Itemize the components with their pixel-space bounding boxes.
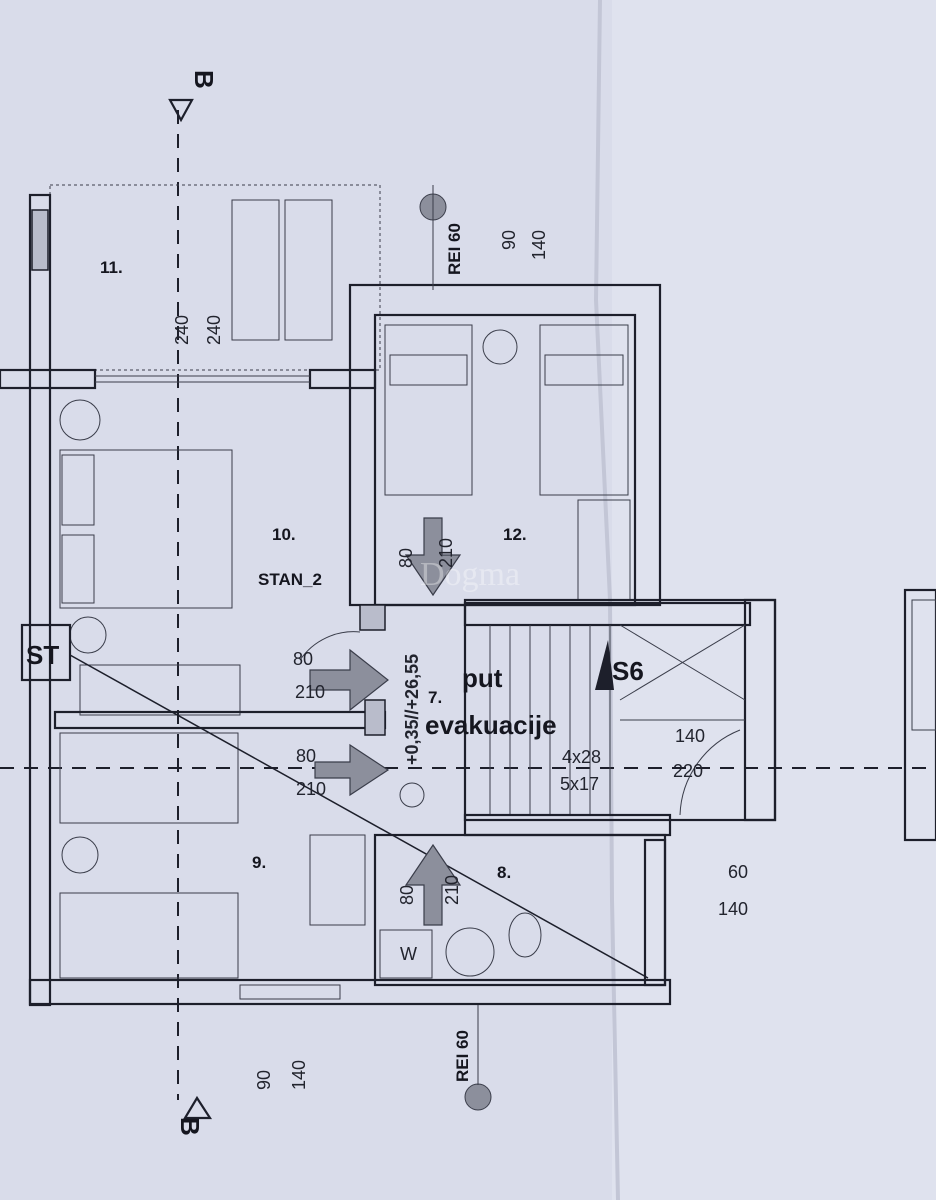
stair-steps-2: 5x17: [560, 774, 599, 794]
door-dim-width: 80: [296, 746, 316, 766]
evacuation-label-1: put: [462, 663, 503, 693]
elevation-label: +0,35//+26,55: [402, 654, 422, 765]
section-marker-bottom: B: [175, 1117, 205, 1136]
fire-rating-top: REI 60: [445, 223, 464, 275]
shower: [445, 927, 495, 977]
fire-marker: [464, 1083, 492, 1111]
nightstand: [69, 616, 107, 654]
section-triangle-bottom: [183, 1095, 213, 1120]
wall: [308, 368, 377, 390]
double-bed: [59, 449, 233, 609]
nightstand: [482, 329, 518, 365]
column: [359, 604, 386, 631]
window-dim-width: 90: [499, 230, 519, 250]
wall-pier: [31, 209, 49, 271]
door-dim-width: 80: [396, 548, 416, 568]
room-10-label: 10.: [272, 525, 296, 544]
evacuation-arrow-right: [314, 743, 390, 797]
toilet: [508, 912, 542, 958]
column: [364, 699, 386, 736]
stair-treads: [489, 624, 746, 815]
bed: [284, 199, 333, 341]
pillow: [61, 534, 95, 604]
nightstand: [59, 399, 101, 441]
level-marker: [399, 782, 425, 808]
wall: [743, 598, 777, 822]
window-dim-height: 140: [289, 1060, 309, 1090]
nightstand: [61, 836, 99, 874]
door-dim-width: 80: [397, 885, 417, 905]
fire-rating-bottom: REI 60: [453, 1030, 472, 1082]
bed: [384, 324, 473, 496]
diagonal-line: [69, 654, 649, 979]
window-dim-height: 140: [718, 899, 748, 919]
wall-10-9: [53, 710, 387, 730]
pillow: [544, 354, 624, 386]
door-dim-width: 80: [293, 649, 313, 669]
evacuation-arrow-down: [404, 517, 462, 597]
shaft-label: ST: [26, 640, 59, 670]
neighbor-furniture: [911, 599, 936, 731]
door-dim-width: 140: [675, 726, 705, 746]
door-swing: [679, 729, 741, 816]
door-dim-height: 210: [436, 538, 456, 568]
shaft-box: [20, 623, 72, 682]
bed: [59, 732, 239, 824]
room-9-label: 9.: [252, 853, 266, 872]
wall: [0, 368, 97, 390]
bed: [539, 324, 629, 496]
evacuation-arrow-up: [404, 843, 462, 926]
evacuation-label-2: evakuacije: [425, 710, 557, 740]
room-11-label: 11.: [100, 258, 123, 277]
door-dim-height: 210: [296, 779, 326, 799]
neighbor-building: [903, 588, 936, 842]
wall-left: [28, 193, 52, 1007]
room-12-inner-wall: [373, 313, 637, 607]
pillow: [389, 354, 468, 386]
window-dim-height: 240: [204, 315, 224, 345]
door-dim-height: 220: [673, 761, 703, 781]
window-dim-width: 90: [254, 1070, 274, 1090]
desk: [79, 664, 241, 716]
stair-label: S6: [612, 656, 644, 686]
window: [239, 984, 341, 1000]
wall-bottom: [28, 978, 672, 1006]
window-dim-height: 140: [529, 230, 549, 260]
stair-direction-icon: [595, 640, 614, 690]
room-12-label: 12.: [503, 525, 527, 544]
bed: [59, 892, 239, 979]
watermark-logo: Dogma: [420, 556, 520, 593]
window-dim-width: 240: [172, 315, 192, 345]
section-marker-top: B: [189, 70, 219, 89]
pillow: [61, 454, 95, 526]
wardrobe: [309, 834, 366, 926]
washer: [379, 929, 433, 979]
stair-steps-1: 4x28: [562, 747, 601, 767]
washer-label: W: [400, 944, 417, 964]
door-dim-height: 210: [295, 682, 325, 702]
window-dim-width: 60: [728, 862, 748, 882]
bed: [231, 199, 280, 341]
apartment-label: STAN_2: [258, 570, 322, 589]
wall: [463, 601, 752, 627]
room-7-label: 7.: [428, 688, 442, 707]
section-triangle-top: [168, 98, 194, 123]
wall: [643, 838, 667, 987]
evacuation-arrow-right: [309, 648, 389, 712]
room-8-label: 8.: [497, 863, 511, 882]
door-dim-height: 210: [442, 875, 462, 905]
door-swing: [299, 631, 361, 661]
